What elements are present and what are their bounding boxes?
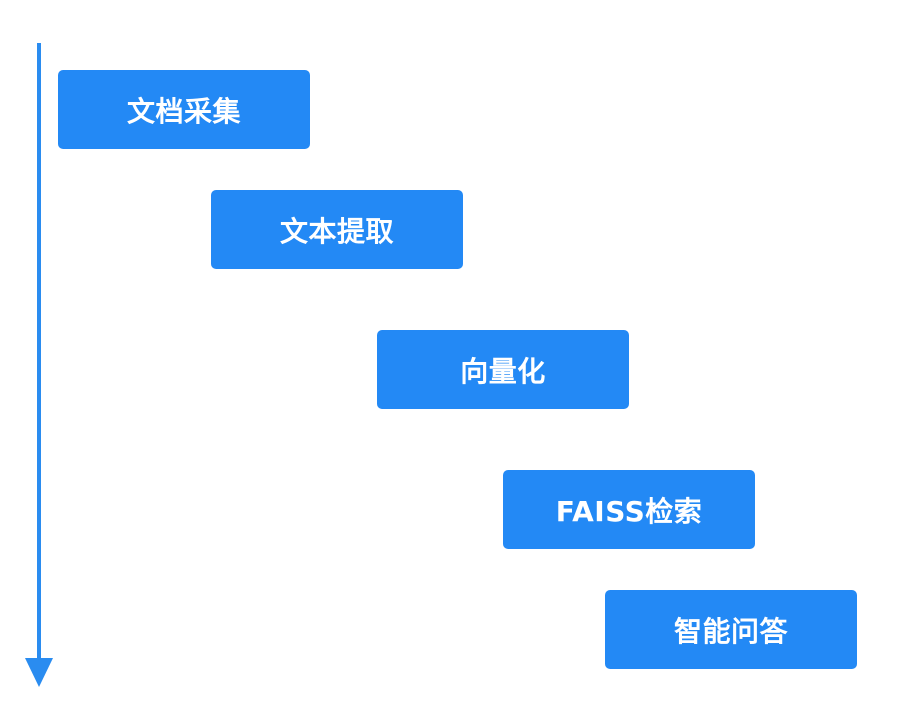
step-text-extraction: 文本提取 <box>211 190 463 269</box>
timeline-arrowhead <box>25 658 53 687</box>
timeline-arrow-line <box>37 43 41 663</box>
step-label: 向量化 <box>460 354 546 388</box>
step-label: 文档采集 <box>126 94 241 128</box>
step-label: 文本提取 <box>279 214 394 248</box>
step-label: FAISS检索 <box>555 494 703 528</box>
step-label: 智能问答 <box>673 614 788 648</box>
step-vectorization: 向量化 <box>377 330 629 409</box>
step-faiss-retrieval: FAISS检索 <box>503 470 755 549</box>
step-document-collection: 文档采集 <box>58 70 310 149</box>
step-intelligent-qa: 智能问答 <box>605 590 857 669</box>
